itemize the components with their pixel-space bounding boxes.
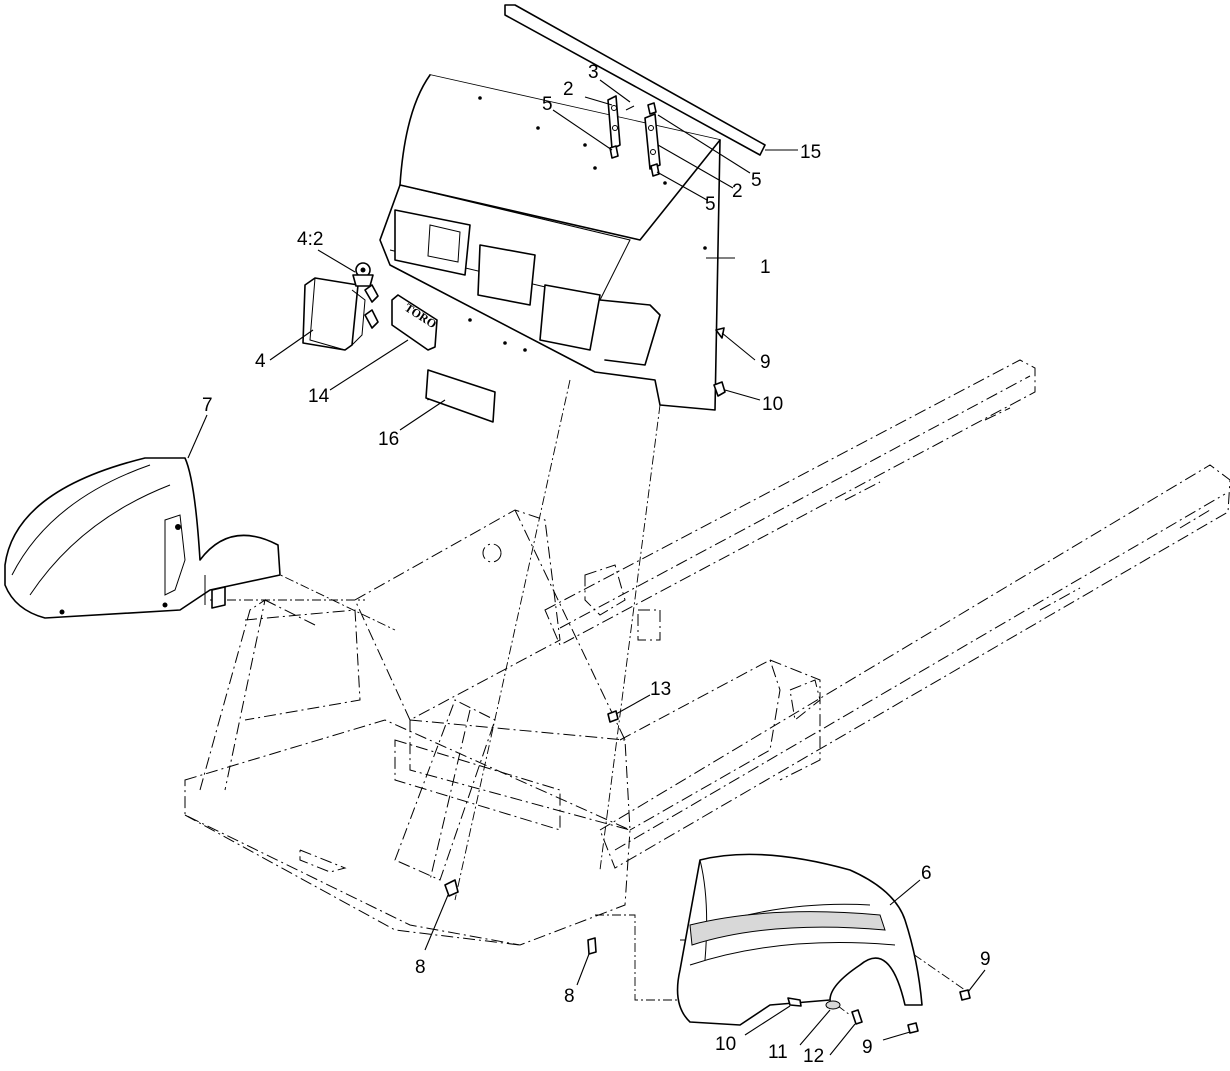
left-fender bbox=[4, 457, 281, 619]
callout-10-lower: 10 bbox=[715, 1034, 736, 1055]
callout-16: 16 bbox=[378, 429, 399, 450]
callout-6: 6 bbox=[921, 863, 932, 884]
hood-trim-strip bbox=[504, 4, 766, 156]
hinge-hardware bbox=[607, 95, 661, 177]
callout-8-right: 8 bbox=[564, 986, 575, 1007]
callout-7: 7 bbox=[202, 395, 213, 416]
callout-9-lower-right: 9 bbox=[980, 949, 991, 970]
callout-11: 11 bbox=[768, 1042, 788, 1063]
headlight-bulb bbox=[352, 262, 374, 287]
callout-3: 3 bbox=[588, 62, 599, 83]
callout-5-left: 5 bbox=[542, 94, 553, 115]
callout-2-left: 2 bbox=[563, 79, 574, 100]
callout-9-bottom: 9 bbox=[862, 1037, 873, 1058]
callout-labels: 1 2 2 3 4 4:2 5 5 5 6 7 8 8 9 9 9 10 10 … bbox=[202, 62, 991, 1067]
callout-1: 1 bbox=[760, 257, 771, 278]
callout-5-upper-right: 5 bbox=[751, 170, 762, 191]
callout-14: 14 bbox=[308, 386, 330, 407]
callout-13: 13 bbox=[650, 679, 671, 700]
decal bbox=[425, 369, 496, 423]
lower-fasteners bbox=[444, 879, 971, 1034]
hood-fasteners bbox=[607, 327, 726, 723]
callout-12: 12 bbox=[803, 1046, 824, 1067]
right-fender bbox=[676, 853, 923, 1026]
toro-badge: TORO bbox=[391, 294, 439, 351]
chassis-frame bbox=[184, 179, 1230, 1016]
callout-5-lower-right: 5 bbox=[705, 194, 716, 215]
callout-15: 15 bbox=[800, 142, 821, 163]
callout-4-2: 4:2 bbox=[297, 229, 323, 250]
leader-lines bbox=[187, 79, 986, 1056]
headlight bbox=[302, 277, 379, 351]
hood-assembly bbox=[379, 74, 721, 411]
callout-10-upper: 10 bbox=[762, 394, 783, 415]
callout-4: 4 bbox=[255, 351, 266, 372]
callout-9-upper: 9 bbox=[760, 352, 771, 373]
callout-8-left: 8 bbox=[415, 957, 426, 978]
callout-2-right: 2 bbox=[732, 181, 743, 202]
